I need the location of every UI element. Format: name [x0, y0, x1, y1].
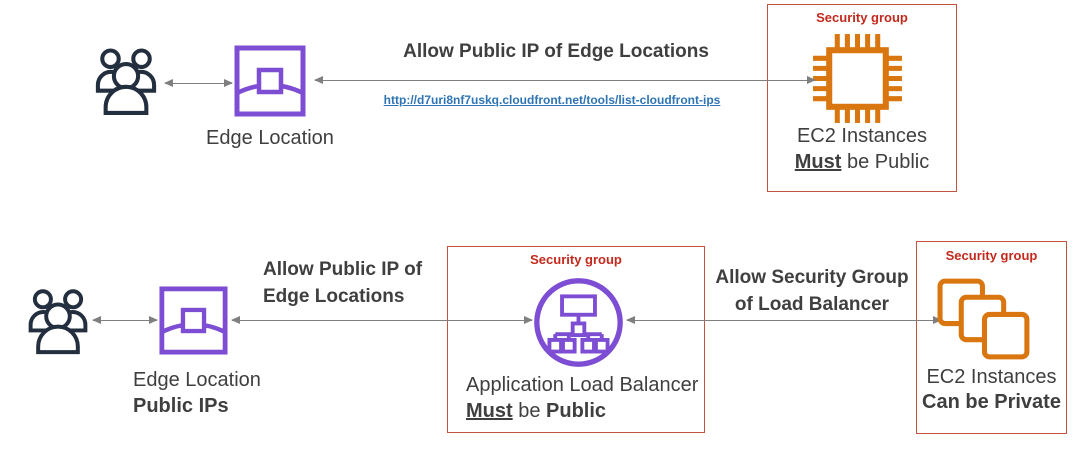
allow-sg-lb-label: Allow Security Group of Load Balancer: [702, 264, 922, 318]
label-line1: Allow Public IP of: [263, 259, 423, 280]
must-word: Must: [794, 151, 842, 173]
public-ips-label: Public IPs: [133, 395, 229, 417]
ec2-instances-title: EC2 Instances: [926, 366, 1057, 388]
public-word: Public: [546, 400, 607, 422]
must-rest: be Public: [841, 151, 930, 173]
alb-must-be-public: Must be Public: [466, 399, 606, 424]
users-edge-arrow: [92, 315, 158, 324]
label-line1: Allow Security Group: [715, 267, 909, 288]
allow-public-ip-label: Allow Public IP of Edge Locations: [403, 41, 709, 62]
edge-location-label-block: Edge Location Public IPs: [133, 367, 261, 419]
edge-location-icon: [234, 45, 306, 117]
edge-location-label: Edge Location: [206, 127, 334, 149]
ec2-must-be-public: Must be Public: [767, 150, 957, 175]
users-icon: [95, 48, 157, 116]
edge-location-icon: [159, 286, 228, 355]
allow-public-ip-edge-label: Allow Public IP of Edge Locations: [263, 256, 422, 310]
ec2-instances-icon: [937, 278, 1030, 360]
must-mid: be: [512, 400, 547, 422]
must-word: Must: [466, 400, 513, 422]
users-icon: [28, 289, 88, 355]
label-line2: Edge Locations: [263, 286, 405, 307]
alb-title: Application Load Balancer: [466, 374, 699, 396]
ec2-instances-title: EC2 Instances: [796, 125, 928, 147]
load-balancer-icon: [534, 278, 623, 367]
edge-to-ec2-arrow: [314, 75, 816, 84]
edge-to-alb-arrow: [231, 315, 533, 324]
ec2-chip-icon: [813, 34, 902, 123]
security-group-tag: Security group: [530, 252, 622, 267]
label-line2: of Load Balancer: [734, 294, 890, 315]
security-group-tag: Security group: [945, 248, 1038, 263]
security-group-tag: Security group: [816, 10, 908, 25]
users-edge-arrow: [164, 78, 233, 87]
can-be-private-label: Can be Private: [922, 391, 1061, 413]
edge-location-label: Edge Location: [133, 369, 261, 391]
cloudfront-ips-link[interactable]: http://d7uri8nf7uskq.cloudfront.net/tool…: [383, 93, 721, 107]
alb-to-ec2-arrow: [626, 315, 942, 324]
